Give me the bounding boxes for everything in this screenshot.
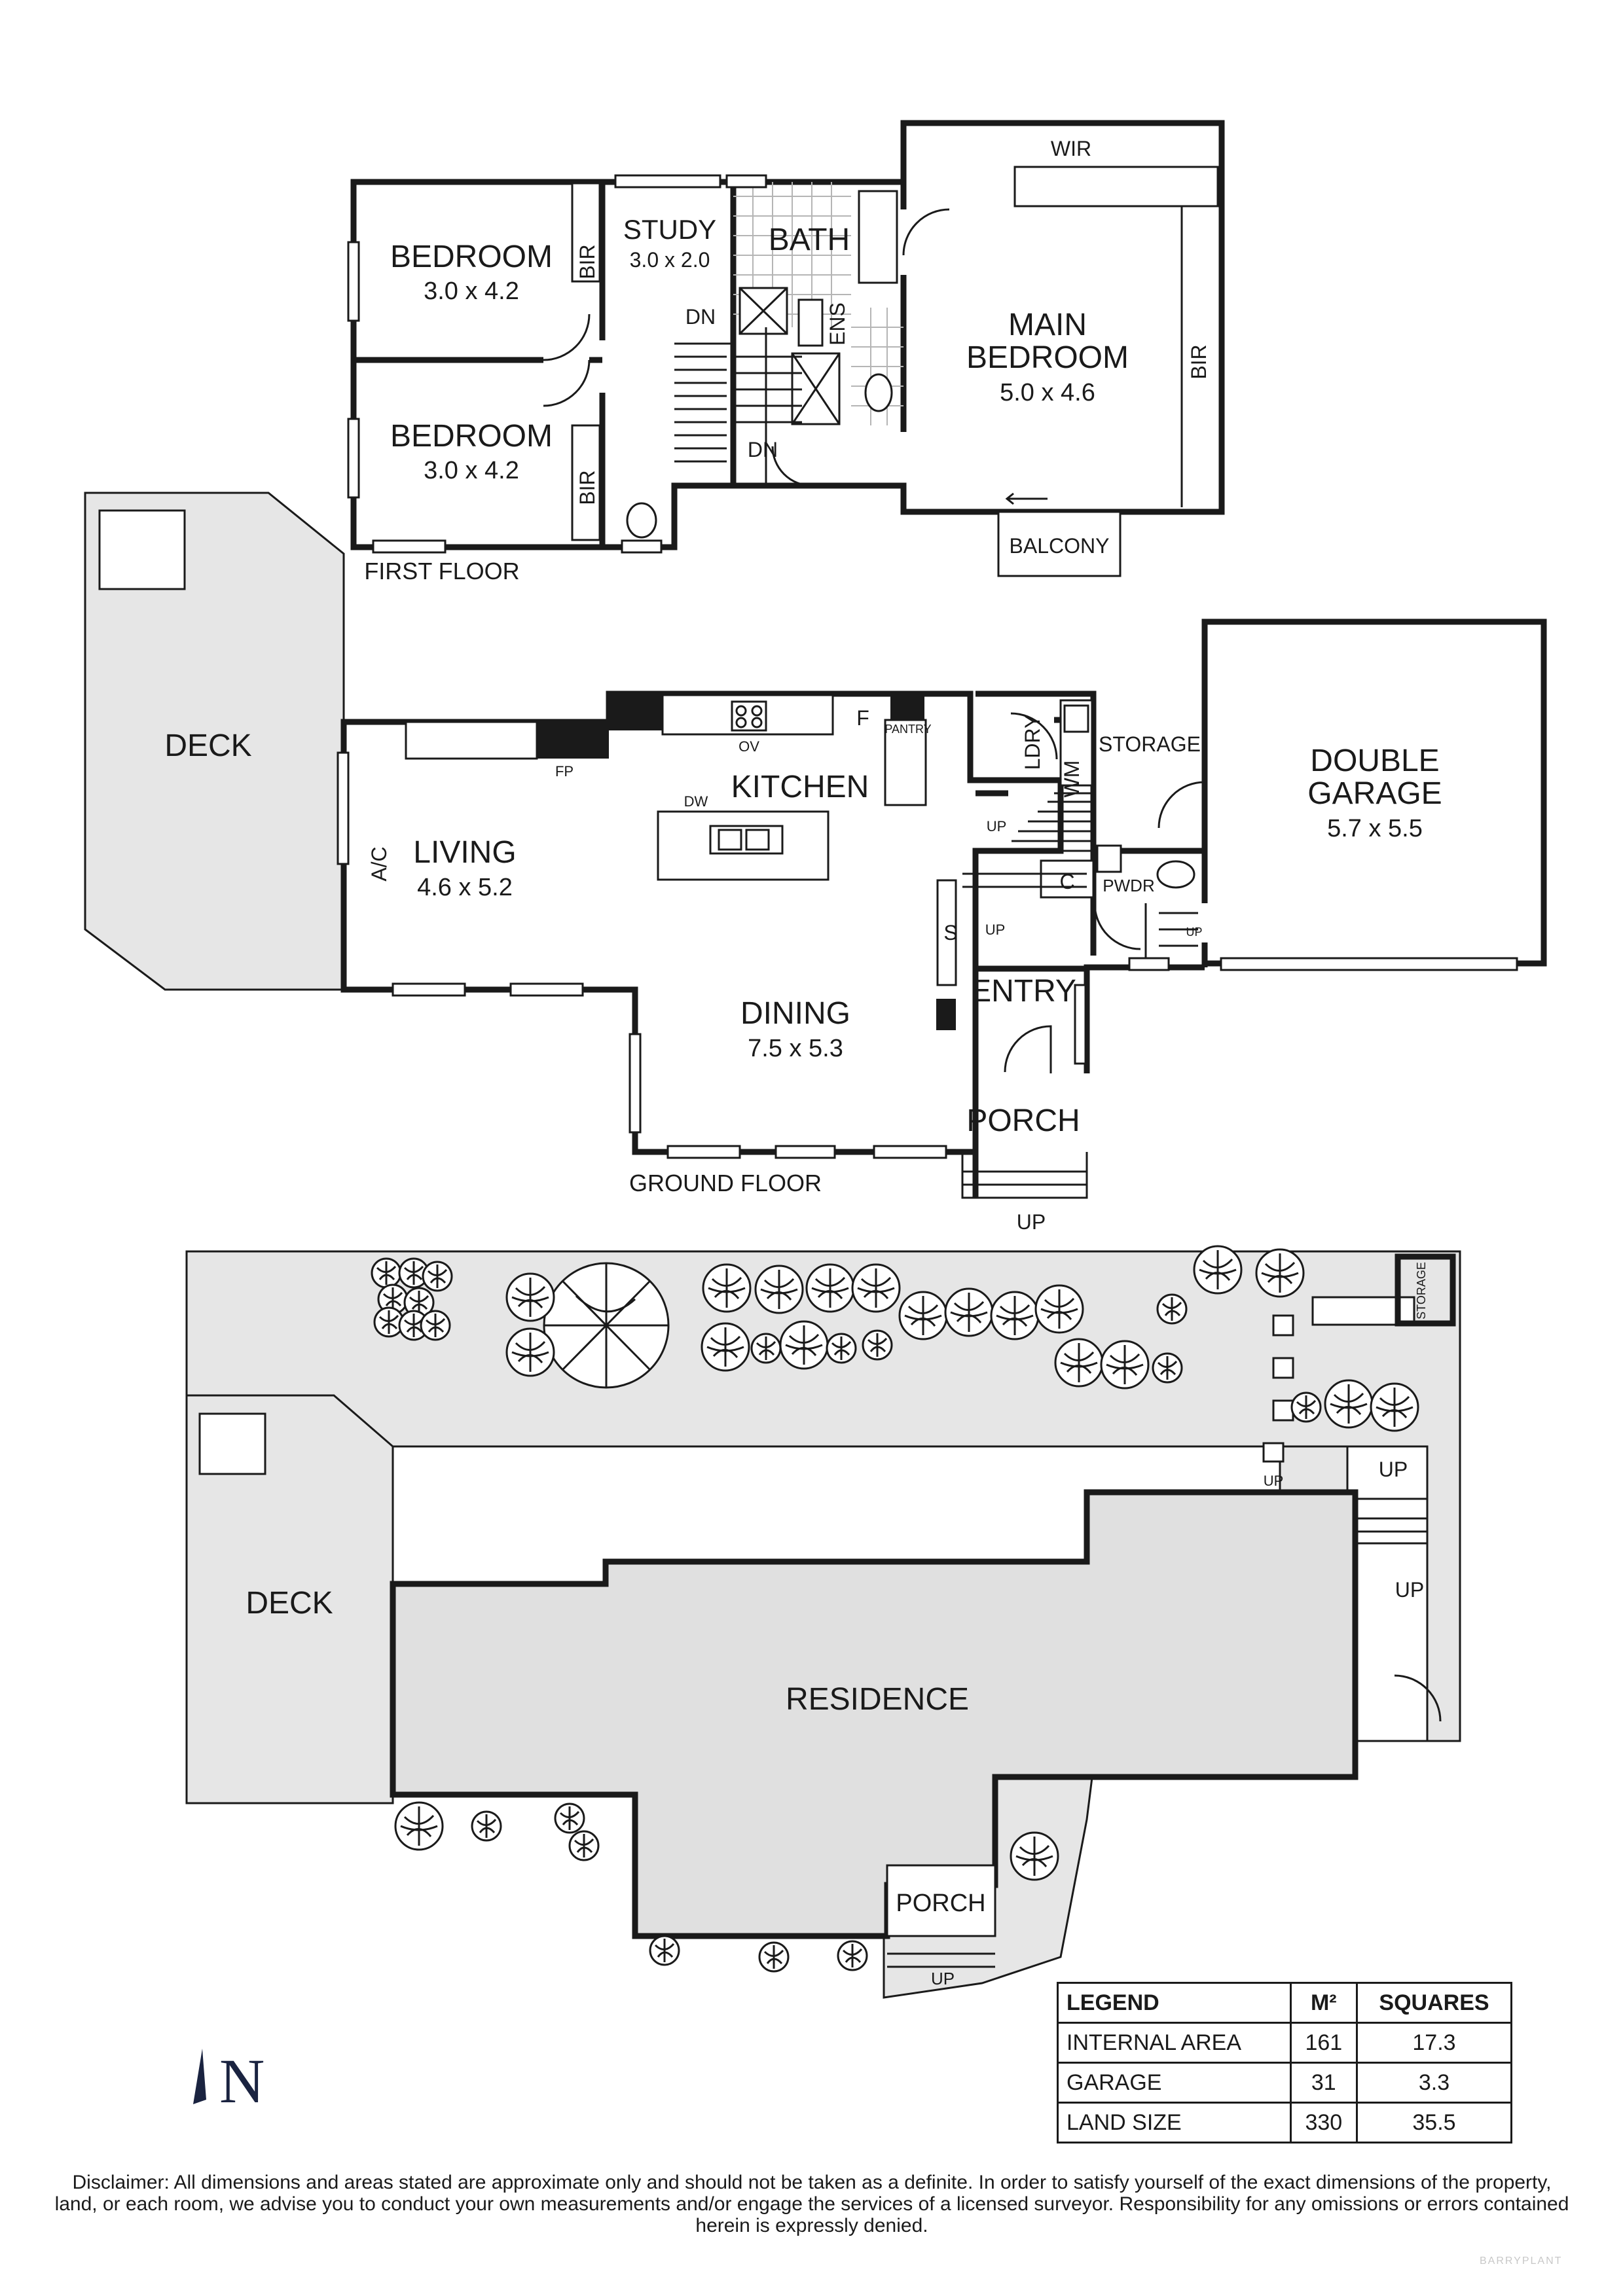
main-bedroom-label-1: MAIN — [1008, 308, 1087, 342]
balcony-label: BALCONY — [1010, 534, 1110, 558]
site-plan: DECK RESIDENCE PORCH UP UP UP UP STORAGE — [185, 1245, 1461, 1999]
wir-label: WIR — [1051, 137, 1091, 160]
legend-row: INTERNAL AREA 161 17.3 — [1057, 2022, 1513, 2064]
ensuite-label: ENS — [826, 302, 849, 346]
ac-label: A/C — [367, 846, 391, 881]
bedroom-1-label: BEDROOM — [390, 240, 553, 274]
garage-label-2: GARAGE — [1307, 776, 1442, 811]
legend-cell: 17.3 — [1355, 2022, 1513, 2064]
site-up-label-2: UP — [1395, 1578, 1424, 1602]
legend-row: LAND SIZE 330 35.5 — [1057, 2102, 1513, 2144]
first-floor-plan: BEDROOM 3.0 x 4.2 BEDROOM 3.0 x 4.2 BIR … — [347, 120, 1225, 584]
site-storage-label: STORAGE — [1415, 1262, 1428, 1319]
study-label: STUDY — [623, 214, 716, 245]
stairs-up-label-2: UP — [985, 922, 1006, 938]
bedroom-2-label: BEDROOM — [390, 419, 553, 454]
site-porch-label: PORCH — [896, 1890, 985, 1917]
washing-machine-label: WM — [1060, 761, 1084, 798]
legend-cell: 161 — [1289, 2022, 1358, 2064]
entry-label: ENTRY — [970, 974, 1076, 1009]
fireplace-label: FP — [555, 763, 574, 780]
legend-cell: 31 — [1289, 2062, 1358, 2104]
garage-label-1: DOUBLE — [1310, 744, 1439, 778]
dishwasher-label: DW — [684, 793, 708, 810]
brand-watermark: BARRYPLANT — [1480, 2255, 1563, 2267]
main-bir-label: BIR — [1187, 344, 1211, 379]
legend-header-m2: M² — [1289, 1982, 1358, 2024]
legend-table: LEGEND M² SQUARES INTERNAL AREA 161 17.3… — [1057, 1982, 1513, 2144]
porch-label: PORCH — [966, 1103, 1080, 1138]
garage-up-label: UP — [1186, 925, 1202, 939]
porch-up-label: UP — [1017, 1210, 1046, 1234]
fridge-label: F — [856, 706, 869, 730]
legend-cell: 330 — [1289, 2102, 1358, 2144]
storage-label: STORAGE — [1099, 732, 1201, 756]
residence-label: RESIDENCE — [786, 1682, 969, 1717]
bedroom-1-dimensions: 3.0 x 4.2 — [424, 278, 519, 305]
stairs-down-label-2: DN — [748, 438, 778, 461]
site-up-label-1: UP — [1379, 1458, 1408, 1481]
bir-label: BIR — [575, 244, 599, 279]
deck-label: DECK — [164, 728, 251, 763]
bir-label-2: BIR — [575, 470, 599, 505]
main-bedroom-dimensions: 5.0 x 4.6 — [1000, 379, 1095, 406]
legend-header-row: LEGEND M² SQUARES — [1057, 1982, 1513, 2024]
bedroom-2-dimensions: 3.0 x 4.2 — [424, 457, 519, 484]
site-deck-label: DECK — [246, 1586, 333, 1621]
legend-header-squares: SQUARES — [1355, 1982, 1513, 2024]
pantry-label: PANTRY — [884, 723, 931, 736]
ground-floor-label: GROUND FLOOR — [629, 1170, 822, 1196]
living-label: LIVING — [413, 835, 516, 870]
stairs-up-label: UP — [987, 818, 1007, 834]
living-dimensions: 4.6 x 5.2 — [417, 874, 513, 901]
legend-cell: INTERNAL AREA — [1057, 2022, 1292, 2064]
disclaimer-text: Disclaimer: All dimensions and areas sta… — [54, 2172, 1569, 2236]
ground-floor-plan: DECK — [84, 492, 1547, 1234]
stairs-down-label: DN — [685, 305, 716, 329]
laundry-label: LDRY — [1021, 715, 1044, 770]
oven-label: OV — [739, 738, 759, 755]
main-bedroom-label-2: BEDROOM — [966, 340, 1129, 375]
bath-label: BATH — [769, 223, 850, 257]
legend-row: GARAGE 31 3.3 — [1057, 2062, 1513, 2104]
first-floor-label: FIRST FLOOR — [364, 558, 519, 584]
cupboard-label: C — [1059, 870, 1074, 893]
site-up-label-3: UP — [1264, 1473, 1284, 1489]
study-dimensions: 3.0 x 2.0 — [630, 248, 710, 272]
north-label: N — [219, 2046, 264, 2114]
legend-cell: 3.3 — [1355, 2062, 1513, 2104]
storage-s-label: S — [943, 921, 957, 944]
legend-cell: LAND SIZE — [1057, 2102, 1292, 2144]
north-arrow-icon: N — [193, 2046, 264, 2114]
dining-label: DINING — [740, 996, 850, 1031]
legend-cell: 35.5 — [1355, 2102, 1513, 2144]
garage-dimensions: 5.7 x 5.5 — [1327, 815, 1423, 842]
powder-room-label: PWDR — [1103, 876, 1154, 895]
kitchen-label: KITCHEN — [731, 770, 869, 804]
site-porch-up-label: UP — [931, 1969, 955, 1988]
legend-cell: GARAGE — [1057, 2062, 1292, 2104]
dining-dimensions: 7.5 x 5.3 — [748, 1035, 843, 1062]
legend-header: LEGEND — [1057, 1982, 1292, 2024]
